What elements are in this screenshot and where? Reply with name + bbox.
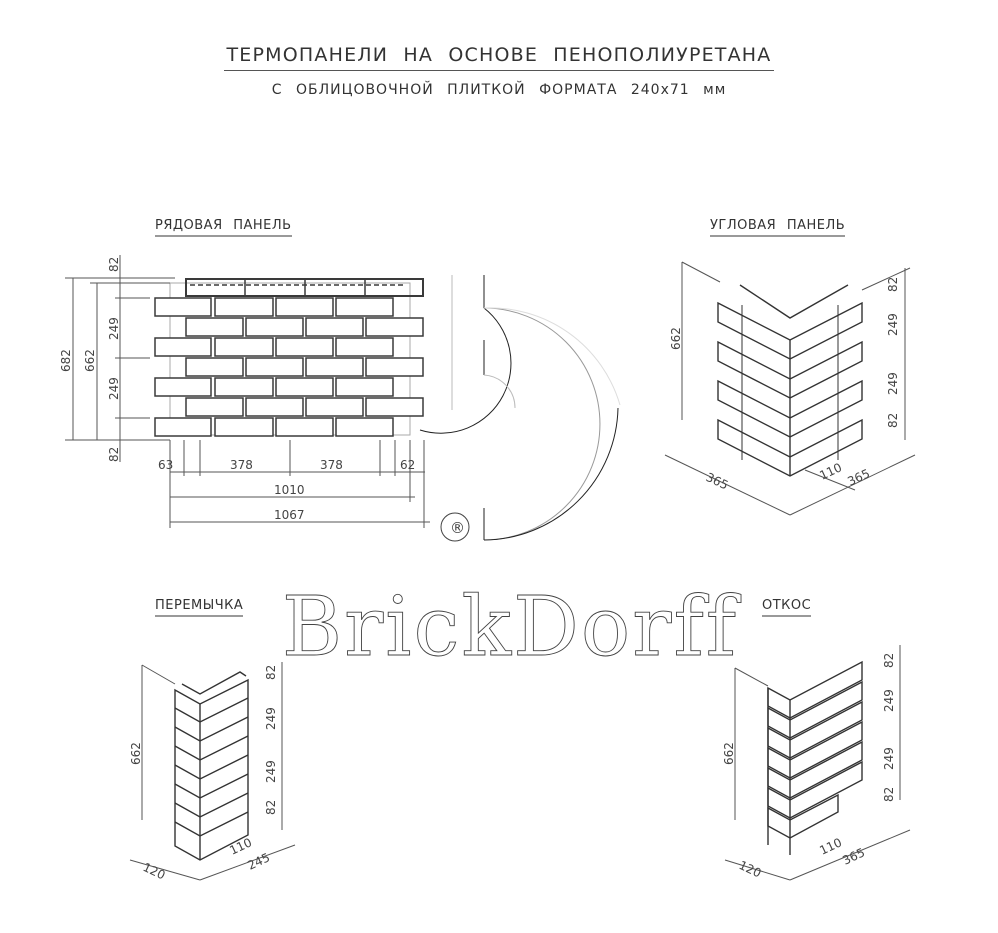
title-text: ТЕРМОПАНЕЛИ НА ОСНОВЕ ПЕНОПОЛИУРЕТАНА: [224, 44, 774, 71]
svg-text:249: 249: [264, 707, 278, 730]
dim-662: 662: [83, 349, 97, 372]
row-panel-dim-labels: 682 662 82 249 249 82 63 378 378 62 1010…: [59, 257, 415, 522]
svg-text:82: 82: [886, 277, 900, 292]
dim-682: 682: [59, 349, 73, 372]
row-panel-drawing: [154, 278, 424, 437]
row-panel-label: РЯДОВАЯ ПАНЕЛЬ: [155, 218, 292, 237]
registered-mark: ®: [450, 519, 465, 537]
dim-82-top: 82: [107, 257, 121, 272]
dim-62: 62: [400, 458, 415, 472]
reveal-label: ОТКОС: [762, 598, 812, 617]
svg-text:249: 249: [264, 760, 278, 783]
svg-text:365: 365: [704, 470, 731, 492]
dim-249-a: 249: [107, 317, 121, 340]
svg-text:249: 249: [882, 689, 896, 712]
document-subtitle: С ОБЛИЦОВОЧНОЙ ПЛИТКОЙ ФОРМАТА 240x71 мм: [271, 82, 727, 98]
svg-text:82: 82: [882, 653, 896, 668]
dim-82-bottom: 82: [107, 447, 121, 462]
svg-text:82: 82: [264, 665, 278, 680]
dim-378-a: 378: [230, 458, 253, 472]
corner-panel-label: УГЛОВАЯ ПАНЕЛЬ: [710, 218, 846, 237]
svg-text:82: 82: [264, 800, 278, 815]
svg-text:82: 82: [882, 787, 896, 802]
svg-text:249: 249: [886, 313, 900, 336]
svg-text:249: 249: [882, 747, 896, 770]
svg-text:249: 249: [886, 372, 900, 395]
dim-1010: 1010: [274, 483, 305, 497]
document-title: ТЕРМОПАНЕЛИ НА ОСНОВЕ ПЕНОПОЛИУРЕТАНА: [0, 44, 998, 71]
reveal-drawing: [767, 660, 863, 855]
lintel-drawing: [174, 671, 249, 861]
svg-text:662: 662: [722, 742, 736, 765]
row-panel-dimensions: [65, 255, 430, 528]
dim-378-b: 378: [320, 458, 343, 472]
svg-text:662: 662: [669, 327, 683, 350]
svg-text:120: 120: [141, 860, 168, 882]
corner-panel-drawing: [717, 284, 863, 477]
svg-text:365: 365: [845, 466, 872, 488]
reveal-dim-labels: 662 82 249 249 82 120 110 365: [722, 653, 896, 881]
lintel-label: ПЕРЕМЫЧКА: [155, 598, 244, 617]
svg-text:82: 82: [886, 413, 900, 428]
svg-text:662: 662: [129, 742, 143, 765]
svg-text:110: 110: [817, 460, 844, 482]
dim-249-b: 249: [107, 377, 121, 400]
dim-63: 63: [158, 458, 173, 472]
svg-text:365: 365: [840, 845, 867, 867]
brand-watermark: BrickDorff: [282, 580, 742, 675]
svg-text:120: 120: [737, 858, 764, 880]
svg-text:245: 245: [245, 850, 272, 872]
dim-1067: 1067: [274, 508, 305, 522]
